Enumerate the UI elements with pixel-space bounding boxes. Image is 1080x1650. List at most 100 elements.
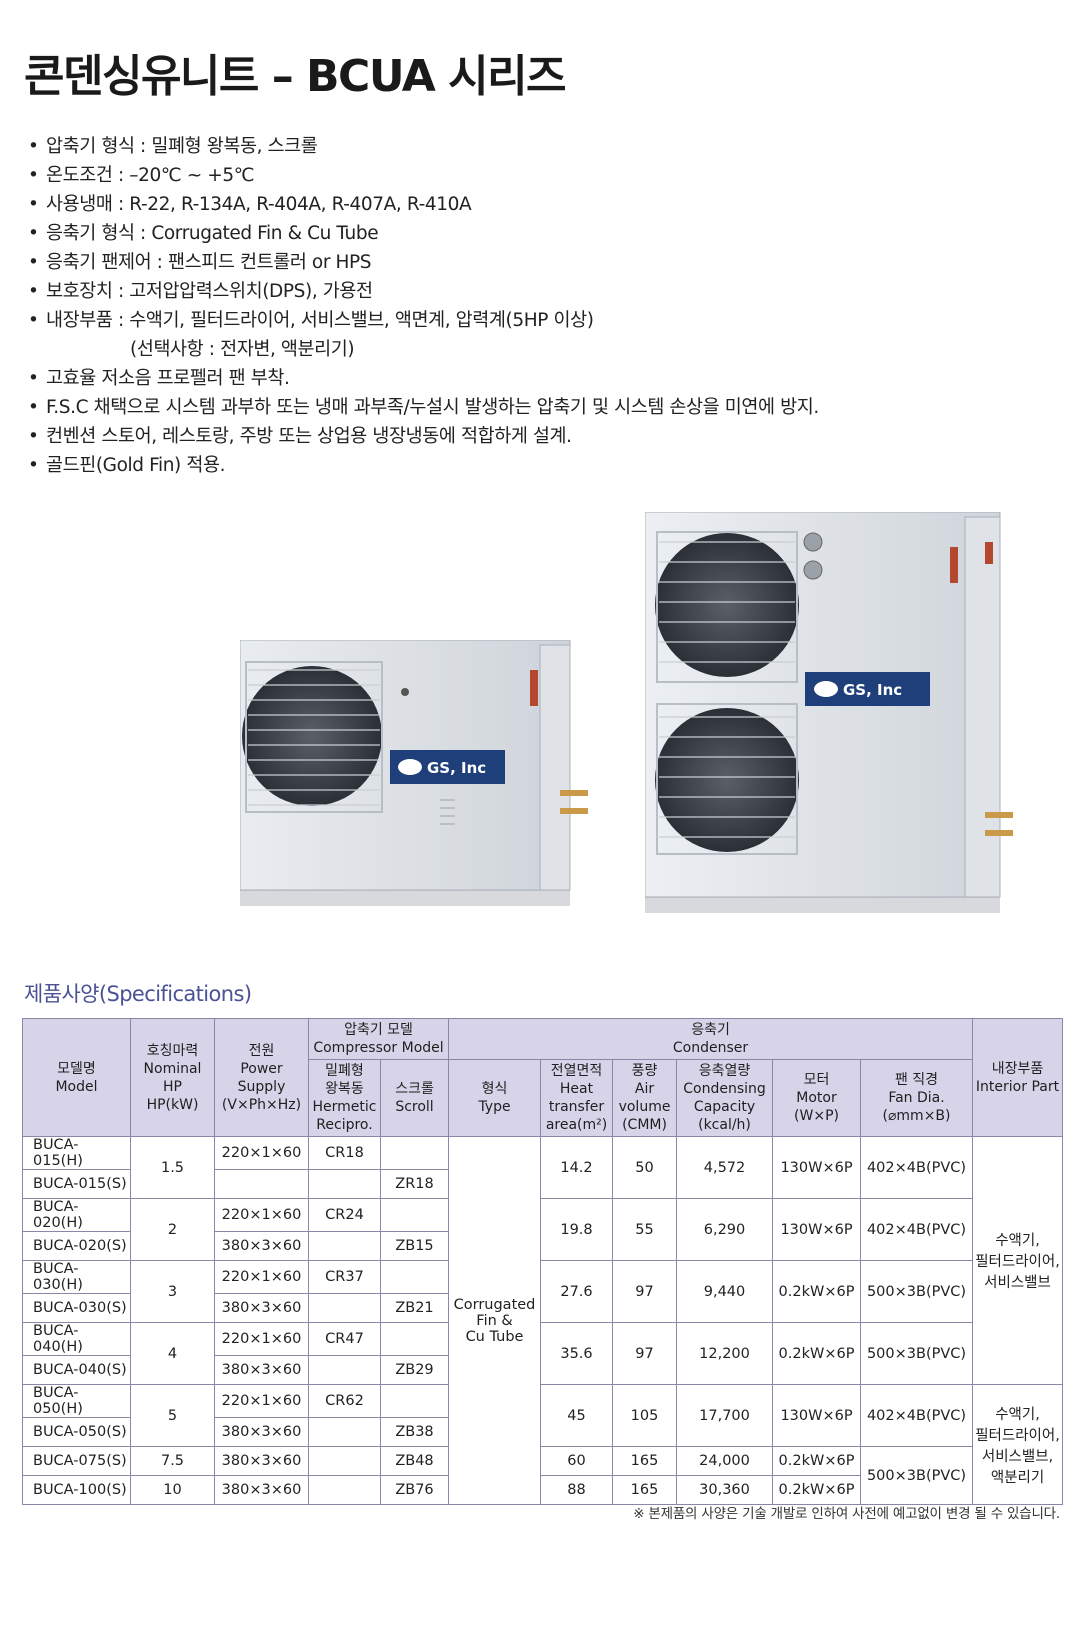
header-line: Supply (237, 1078, 286, 1095)
power-cell: 380×3×60 (214, 1293, 309, 1323)
air-volume-cell: 165 (612, 1475, 678, 1505)
header-line: 응축열량 (698, 1063, 751, 1079)
model-cell: BUCA-075(S) (22, 1446, 131, 1476)
feature-item: (선택사항 : 전자변, 액분리기) (28, 335, 1048, 364)
bullet-icon: • (28, 223, 39, 244)
model-cell: BUCA-040(H) (22, 1322, 131, 1356)
feature-text: 컨벤션 스토어, 레스토랑, 주방 또는 상업용 냉장냉동에 적합하게 설계. (46, 426, 572, 447)
fan-dia-cell: 500×3B(PVC) (860, 1322, 974, 1385)
feature-item: •내장부품 : 수액기, 필터드라이어, 서비스밸브, 액면계, 압력계(5HP… (28, 306, 1048, 335)
header-line: volume (618, 1099, 671, 1115)
header-line: (W×P) (794, 1108, 839, 1124)
feature-text: 압축기 형식 : 밀폐형 왕복동, 스크롤 (46, 136, 318, 157)
fan-dia-cell: 402×4B(PVC) (860, 1136, 974, 1199)
header-line: area(m²) (545, 1117, 608, 1133)
scroll-cell (379, 1260, 450, 1294)
model-cell: BUCA-100(S) (22, 1475, 131, 1505)
header-line: Condenser (672, 1040, 749, 1056)
model-cell: BUCA-030(S) (22, 1293, 131, 1323)
bullet-icon: • (28, 165, 39, 186)
feature-text: 고효율 저소음 프로펠러 팬 부착. (46, 368, 290, 389)
header-line: 필터드라이어, (975, 1254, 1060, 1270)
model-cell: BUCA-020(H) (22, 1198, 131, 1232)
header-line: 서비스밸브, (981, 1448, 1054, 1465)
scroll-cell: ZB21 (379, 1293, 450, 1323)
header-line: (kcal/h) (698, 1117, 751, 1133)
scroll-cell: ZB48 (379, 1446, 450, 1476)
model-cell: BUCA-050(S) (22, 1417, 131, 1447)
hermetic-cell: CR24 (308, 1198, 381, 1232)
header-line: 전원 (248, 1042, 275, 1059)
motor-cell: 130W×6P (772, 1384, 862, 1447)
header-line: 호칭마력 (146, 1042, 199, 1059)
area-cell: 14.2 (540, 1136, 614, 1199)
feature-text: 응축기 팬제어 : 팬스피드 컨트롤러 or HPS (46, 252, 372, 273)
area-cell: 88 (540, 1475, 614, 1505)
scroll-cell (379, 1136, 450, 1170)
table-row: BUCA-015(S) ZR18 (22, 1169, 1063, 1199)
feature-item: •골드핀(Gold Fin) 적용. (28, 451, 1048, 480)
header-line: 모터 (803, 1072, 830, 1088)
header-line: Capacity (693, 1099, 756, 1115)
header-line: Fin & (476, 1312, 513, 1329)
hp-cell: 3 (130, 1260, 215, 1323)
power-cell: 380×3×60 (214, 1417, 309, 1447)
model-cell: BUCA-020(S) (22, 1231, 131, 1261)
feature-text: F.S.C 채택으로 시스템 과부하 또는 냉매 과부족/누설시 발생하는 압축… (46, 397, 819, 418)
scroll-cell: ZB15 (379, 1231, 450, 1261)
condensing-unit-large-image: GS, Inc (645, 512, 1013, 913)
scroll-cell: ZB76 (379, 1475, 450, 1505)
fan-dia-cell: 500×3B(PVC) (860, 1260, 974, 1323)
hp-cell: 5 (130, 1384, 215, 1447)
area-cell: 19.8 (540, 1198, 614, 1261)
header-line: Corrugated (453, 1296, 536, 1313)
capacity-cell: 17,700 (676, 1384, 774, 1447)
hermetic-cell (308, 1231, 381, 1261)
header-line: 수액기, (995, 1406, 1040, 1423)
feature-text: 사용냉매 : R-22, R-134A, R-404A, R-407A, R-4… (46, 194, 472, 215)
scroll-cell: ZB29 (379, 1355, 450, 1385)
header-line: Power (240, 1060, 283, 1077)
fan-dia-cell: 402×4B(PVC) (860, 1198, 974, 1261)
feature-item: •사용냉매 : R-22, R-134A, R-404A, R-407A, R-… (28, 190, 1048, 219)
hp-cell: 4 (130, 1322, 215, 1385)
brand-label: GS, Inc (843, 681, 902, 699)
scroll-cell: ZR18 (379, 1169, 450, 1199)
feature-item: •F.S.C 채택으로 시스템 과부하 또는 냉매 과부족/누설시 발생하는 압… (28, 393, 1048, 422)
header-line: Heat (559, 1081, 594, 1097)
hermetic-cell: CR47 (308, 1322, 381, 1356)
header-line: transfer (548, 1099, 605, 1115)
header-line: 형식 (481, 1081, 508, 1097)
feature-item: •컨벤션 스토어, 레스토랑, 주방 또는 상업용 냉장냉동에 적합하게 설계. (28, 422, 1048, 451)
hermetic-cell: CR18 (308, 1136, 381, 1170)
model-cell: BUCA-040(S) (22, 1355, 131, 1385)
model-cell: BUCA-015(H) (22, 1136, 131, 1170)
feature-text: 온도조건 : –20℃ ~ +5℃ (46, 165, 255, 186)
header-line: (CMM) (622, 1117, 667, 1133)
header-line: Motor (796, 1090, 837, 1106)
header-line: Recipro. (316, 1117, 373, 1133)
model-cell: BUCA-015(S) (22, 1169, 131, 1199)
scroll-cell (379, 1384, 450, 1418)
hermetic-cell (308, 1293, 381, 1323)
motor-cell: 0.2kW×6P (772, 1446, 862, 1476)
header-line: Condensing (683, 1081, 766, 1097)
hp-cell: 7.5 (130, 1446, 215, 1476)
feature-text: 보호장치 : 고저압압력스위치(DPS), 가용전 (46, 281, 373, 302)
